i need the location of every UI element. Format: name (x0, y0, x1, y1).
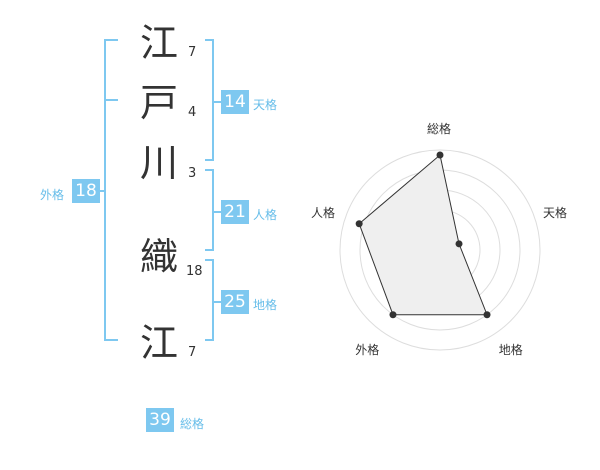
name-char-2: 戸 (140, 81, 179, 125)
tenkaku-label: 天格 (253, 98, 278, 112)
gaikaku-label: 外格 (40, 188, 65, 202)
stroke-count-3: 3 (188, 166, 197, 181)
jinkaku-value: 21 (221, 200, 249, 224)
soukaku-label: 総格 (180, 417, 205, 431)
radar-shape (358, 154, 488, 316)
tenkaku-value: 14 (221, 90, 249, 114)
stroke-count-5: 7 (188, 345, 197, 360)
name-char-3: 川 (140, 141, 179, 185)
radar-axis-label: 人格 (310, 206, 335, 221)
radar-point (389, 311, 397, 319)
name-char-4: 織 (140, 235, 179, 279)
chikaku-value: 25 (221, 290, 249, 314)
radar-axis-label: 天格 (543, 206, 568, 221)
stroke-count-1: 7 (188, 45, 197, 60)
radar-points (355, 151, 491, 319)
radar-axis-label: 地格 (498, 342, 523, 357)
radar-point (455, 240, 463, 248)
name-char-1: 江 (140, 21, 179, 65)
gaikaku-value: 18 (72, 179, 100, 203)
chikaku-label: 地格 (253, 298, 278, 312)
name-char-5: 江 (140, 321, 179, 365)
radar-point (483, 311, 491, 319)
radar-ring (339, 149, 541, 351)
radar-point (355, 220, 363, 228)
radar-point (436, 151, 444, 159)
radar-axis-label: 総格 (427, 122, 452, 136)
soukaku-value: 39 (146, 408, 174, 432)
jinkaku-label: 人格 (253, 208, 278, 222)
radar-axis-label: 外格 (355, 342, 380, 357)
stroke-count-2: 4 (188, 105, 197, 120)
stroke-count-4: 18 (186, 264, 203, 279)
